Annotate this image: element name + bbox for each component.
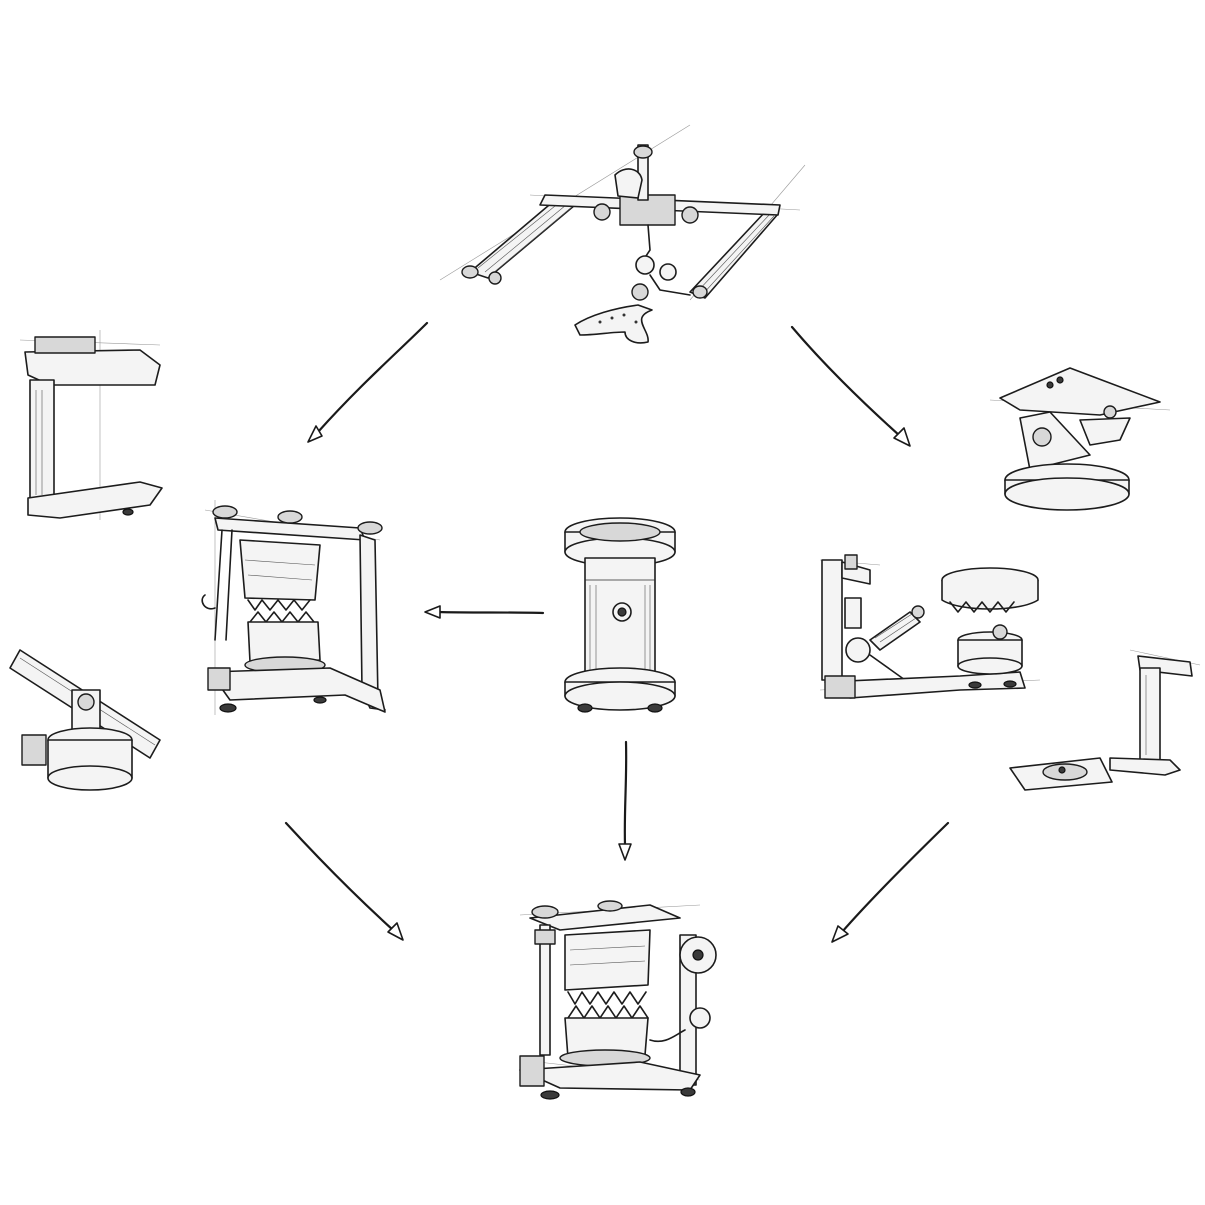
facebow-transfer-icon [439, 124, 806, 344]
l-arm-base-icon [1009, 649, 1201, 791]
mounting-cylinder-icon [564, 517, 676, 713]
arrow-facebow-to-left [307, 321, 429, 443]
c-bracket-icon [19, 330, 163, 520]
arrow-facebow-to-right [790, 325, 911, 447]
tilt-table-icon [989, 367, 1171, 511]
arrow-center-to-left [424, 605, 545, 619]
articulator-icon [201, 500, 386, 715]
arrow-center-to-bottom [618, 740, 632, 861]
arrow-right-to-bottom [831, 821, 950, 943]
hinge-knob-icon [9, 649, 161, 791]
transfer-stand-icon [819, 554, 1041, 699]
arrow-left-to-bottom [284, 821, 404, 941]
full-articulator-icon [519, 900, 717, 1100]
